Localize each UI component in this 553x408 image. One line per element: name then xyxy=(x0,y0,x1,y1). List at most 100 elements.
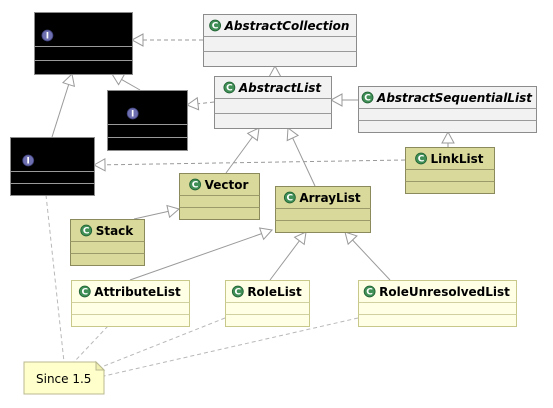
relation-line xyxy=(121,79,141,91)
note-link-attributelist xyxy=(73,325,109,363)
class-name: AbstractList xyxy=(238,81,323,95)
relation-vector-to-abstractlist xyxy=(225,127,260,174)
relation-abstractsequentiallist-to-abstractlist xyxy=(329,93,358,107)
class-arraylist[interactable]: ArrayList C xyxy=(275,186,371,233)
class-name: Vector xyxy=(205,178,249,192)
interface-icon-letter: I xyxy=(27,157,30,167)
class-icon-letter: C xyxy=(287,194,294,204)
class-icon xyxy=(415,152,427,165)
class-box xyxy=(10,137,95,196)
class-list[interactable]: «interface»List I xyxy=(107,90,188,151)
relation-list-to-collection xyxy=(111,73,141,91)
hollow-arrowhead xyxy=(293,231,307,246)
class-icon-letter: C xyxy=(226,84,233,94)
hollow-arrowhead xyxy=(246,127,260,142)
interface-icon xyxy=(41,29,54,42)
interface-icon-letter: I xyxy=(131,110,134,120)
class-box xyxy=(358,280,517,327)
class-roleunresolvedlist[interactable]: RoleUnresolvedList C xyxy=(358,280,517,327)
relation-rolelist-to-arraylist xyxy=(269,231,307,281)
class-abstractsequentiallist[interactable]: AbstractSequentialList C xyxy=(358,86,537,133)
class-icon-letter: C xyxy=(83,227,90,237)
note-link-queue xyxy=(45,194,65,363)
stereotype-label: «interface» xyxy=(21,140,84,153)
class-collection[interactable]: «interface»Collection I xyxy=(34,12,133,75)
class-attributelist[interactable]: AttributeList C xyxy=(71,280,190,327)
class-icon xyxy=(361,91,374,104)
relation-abstractlist-to-abstractcollection xyxy=(268,64,282,78)
class-icon xyxy=(223,81,236,94)
class-icon-letter: C xyxy=(212,22,219,32)
hollow-arrowhead xyxy=(441,130,455,144)
interface-icon-letter: I xyxy=(46,32,49,42)
hollow-arrowhead xyxy=(344,231,358,246)
class-icon-letter: C xyxy=(81,288,88,298)
class-icon xyxy=(80,224,93,237)
class-icon-letter: C xyxy=(364,94,371,104)
relation-line xyxy=(104,159,406,166)
class-box xyxy=(358,86,537,133)
class-abstractcollection[interactable]: AbstractCollection C xyxy=(203,14,357,67)
relation-line xyxy=(292,137,316,187)
class-name: AbstractSequentialList xyxy=(376,91,533,105)
relation-line xyxy=(133,210,169,220)
stereotype-label: «interface» xyxy=(52,15,115,28)
hollow-arrowhead xyxy=(92,157,106,172)
class-name: Queue xyxy=(38,154,82,168)
relation-stack-to-vector xyxy=(133,204,181,220)
hollow-arrowhead xyxy=(329,93,343,107)
class-name: List xyxy=(142,107,167,121)
note-box xyxy=(23,361,105,395)
class-icon xyxy=(78,285,91,298)
relation-line xyxy=(129,233,262,281)
class-icon xyxy=(231,285,244,298)
hollow-arrowhead xyxy=(268,64,282,78)
class-box xyxy=(71,280,190,327)
hollow-arrowhead xyxy=(130,33,144,47)
class-name: RoleList xyxy=(247,285,302,299)
class-stack[interactable]: Stack C xyxy=(70,219,145,266)
since-note: Since 1.5 xyxy=(23,360,106,395)
relation-abstractlist-to-list xyxy=(185,96,215,111)
class-name: Stack xyxy=(96,224,135,238)
class-icon xyxy=(189,178,202,191)
class-name: Collection xyxy=(57,29,124,43)
relation-line xyxy=(51,84,70,138)
class-box xyxy=(107,90,188,151)
relation-queue-to-collection xyxy=(51,73,76,138)
class-name: AbstractCollection xyxy=(224,19,350,33)
class-box xyxy=(203,14,357,67)
relation-attributelist-to-arraylist xyxy=(129,227,273,281)
note-link-roleunresolvedlist xyxy=(103,317,359,377)
class-abstractlist[interactable]: AbstractList C xyxy=(214,76,332,129)
class-icon-letter: C xyxy=(366,288,373,298)
relation-linklist-to-abstractsequentiallist xyxy=(441,130,455,147)
hollow-arrowhead xyxy=(166,204,181,219)
interface-icon xyxy=(126,107,139,120)
relation-line xyxy=(225,136,253,174)
class-vector[interactable]: Vector C xyxy=(179,173,260,220)
relation-roleunresolvedlist-to-arraylist xyxy=(344,231,391,281)
stereotype-label: «interface» xyxy=(116,93,179,106)
class-name: RoleUnresolvedList xyxy=(379,285,510,299)
hollow-arrowhead xyxy=(258,227,273,241)
class-icon xyxy=(209,19,222,32)
class-name: ArrayList xyxy=(299,191,361,205)
class-box xyxy=(34,12,133,75)
class-icon xyxy=(283,191,296,204)
class-name: AttributeList xyxy=(94,285,181,299)
relation-line xyxy=(269,240,300,281)
relation-abstractcollection-to-collection xyxy=(130,33,203,47)
class-icon-letter: C xyxy=(192,181,199,191)
class-icon-letter: C xyxy=(418,155,425,165)
relation-line xyxy=(197,101,215,105)
note-text: Since 1.5 xyxy=(36,372,91,386)
hollow-arrowhead xyxy=(286,127,300,142)
class-linklist[interactable]: LinkList C xyxy=(405,147,495,194)
class-name: LinkList xyxy=(431,152,484,166)
hollow-arrowhead xyxy=(111,73,126,86)
note-link-rolelist xyxy=(93,317,226,371)
class-queue[interactable]: «interface»Queue I xyxy=(10,137,95,196)
